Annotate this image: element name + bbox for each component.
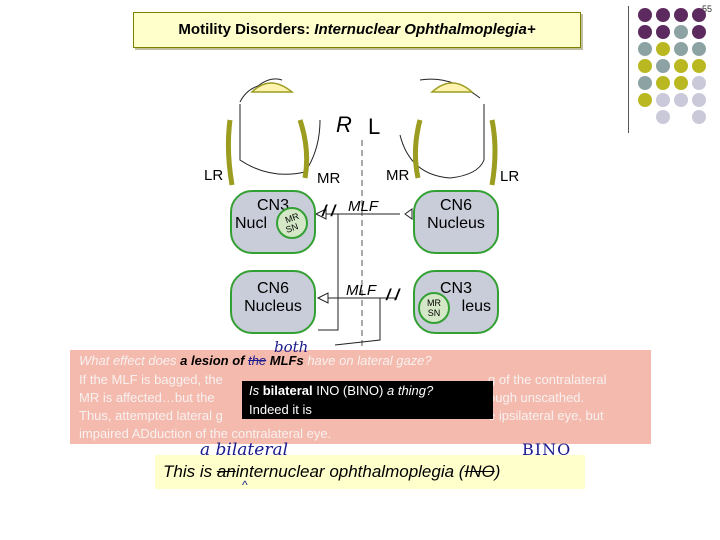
question-text: What effect does a lesion of the MLFs ha…: [79, 353, 432, 368]
slide-title: Motility Disorders: Internuclear Ophthal…: [133, 12, 581, 48]
handwritten-bino: BINO: [522, 440, 572, 459]
node-label-line1: CN6: [256, 280, 289, 297]
title-prefix: Motility Disorders:: [178, 21, 315, 38]
answer-box: This is aninternuclear ophthalmoplegia (…: [155, 455, 585, 489]
lesion-mark-upper: / /: [322, 203, 336, 220]
decorative-dot: [638, 42, 652, 56]
decorative-dot: [692, 25, 706, 39]
decorative-dot: [674, 8, 688, 22]
node-label-line2: Nucl: [235, 215, 268, 232]
mlf-label-upper: MLF: [348, 198, 378, 215]
decorative-dot: [674, 42, 688, 56]
mr-subnucleus-right: MR SN: [276, 207, 308, 239]
tooltip-line2: Indeed it is: [249, 402, 312, 417]
decorative-dot: [692, 42, 706, 56]
mr-subnucleus-left: MR SN: [418, 292, 450, 324]
paragraph-line1b: g of the contralateral: [488, 372, 607, 387]
decorative-dot: [692, 93, 706, 107]
paragraph-line2a: MR is affected…but the: [79, 390, 215, 405]
side-label-left: L: [368, 114, 381, 139]
decorative-dot: [656, 110, 670, 124]
muscle-lr-right: [225, 119, 235, 186]
cn6-nucleus-right: CN6 Nucleus: [230, 270, 316, 334]
side-label-right: R: [336, 112, 352, 137]
paragraph-line3b: e ipsilateral eye, but: [488, 408, 604, 423]
decorative-dot: [638, 25, 652, 39]
muscle-mr-right: [297, 119, 310, 179]
left-eye-globe: [399, 104, 485, 179]
decorative-divider: [628, 6, 629, 133]
node-label-line1: CN6: [439, 197, 472, 214]
node-label-line2: leus: [461, 298, 491, 315]
decorative-dot: [638, 93, 652, 107]
decorative-dot: [674, 59, 688, 73]
decorative-dot: [638, 76, 652, 90]
decorative-dot: [656, 25, 670, 39]
label-mr-left: MR: [386, 167, 410, 184]
node-label-line2: Nucleus: [244, 298, 302, 315]
decorative-dot: [674, 25, 688, 39]
decorative-dot: [692, 59, 706, 73]
lesion-mark-lower: / /: [386, 287, 400, 304]
tooltip-line1: Is bilateral INO (BINO) a thing?: [249, 383, 434, 398]
label-mr-right: MR: [317, 170, 341, 187]
paragraph-line4: impaired ADduction of the contralateral …: [79, 426, 332, 441]
decorative-dot: [692, 76, 706, 90]
decorative-dot: [638, 8, 652, 22]
pathway-mlf-lower: [318, 297, 396, 300]
left-eye-outline: [419, 78, 481, 99]
muscle-lr-left: [489, 119, 498, 186]
paragraph-line3a: Thus, attempted lateral g: [79, 408, 223, 423]
tooltip-bino: Is bilateral INO (BINO) a thing? Indeed …: [242, 381, 493, 419]
decorative-dot: [656, 93, 670, 107]
caret-insert-mark: ^: [242, 478, 248, 492]
decorative-dot: [638, 59, 652, 73]
page-number: 55: [701, 4, 712, 14]
arrow-head-right-upper: [404, 208, 413, 220]
pathway-cross: [318, 230, 339, 331]
paragraph-line1a: If the MLF is bagged, the: [79, 372, 223, 387]
mlf-label-lower: MLF: [346, 282, 376, 299]
decorative-dot: [656, 8, 670, 22]
title-italic: Internuclear Ophthalmoplegia+: [314, 21, 536, 38]
right-eye-outline: [239, 78, 283, 103]
decorative-dot: [692, 110, 706, 124]
decorative-dot: [674, 76, 688, 90]
node-label-line2: Nucleus: [427, 215, 485, 232]
label-lr-left: LR: [500, 168, 520, 185]
cn6-nucleus-left: CN6 Nucleus: [413, 190, 499, 254]
decorative-dot: [674, 93, 688, 107]
decorative-dot: [656, 59, 670, 73]
decorative-dot: [656, 42, 670, 56]
paragraph-line2b: ough unscathed.: [488, 390, 585, 405]
handwritten-both: both: [274, 338, 309, 356]
muscle-mr-left: [412, 119, 423, 179]
left-lens: [430, 82, 474, 93]
decorative-dot: [692, 8, 706, 22]
pathway-descend: [334, 298, 381, 346]
arrow-head-lower: [316, 292, 329, 304]
decorative-dot-grid: [0, 0, 720, 130]
arrow-head-upper: [314, 208, 327, 220]
node-label-line1: CN3: [439, 280, 472, 297]
right-lens: [250, 82, 295, 93]
label-lr-right: LR: [204, 167, 224, 184]
decorative-dot: [656, 76, 670, 90]
